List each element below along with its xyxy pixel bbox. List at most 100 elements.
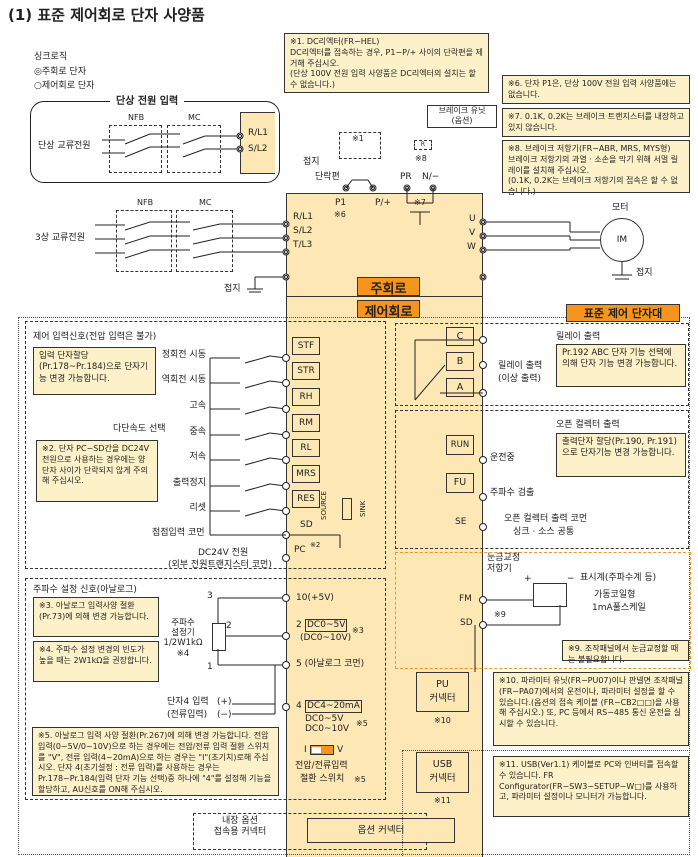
terminal-rl: RL: [292, 439, 320, 457]
terminal-5: 5 (아날로그 코먼): [296, 659, 365, 669]
brake-resistor: R: [414, 140, 432, 150]
standard-terminal-block-label: 표준 제어 단자대: [566, 304, 680, 322]
motor-ground-label: 접지: [636, 268, 653, 278]
terminal-s-l2: S/L2: [248, 144, 268, 154]
meter-label: 표시계(주파수계 등): [580, 573, 657, 583]
nfb-label-3phase: NFB: [137, 198, 154, 207]
terminal-4-alt1: DC0~5V: [305, 714, 344, 724]
terminal-4-range: DC4~20mA: [305, 700, 362, 713]
meter-minus: −: [567, 574, 575, 584]
pot-pin-2: 2: [226, 621, 232, 631]
switch-label: 전압/전류입력: [295, 761, 348, 771]
mc-label: MC: [188, 113, 201, 122]
legend-main-terminal: ◎주회로 단자: [34, 67, 87, 77]
mc-box-3phase: [176, 210, 233, 272]
terminal-p1: P1: [335, 198, 347, 208]
standard-terminal-block-frame: [18, 317, 690, 855]
control-circuit-label: 제어회로: [357, 300, 420, 320]
terminal-2-alt-range: (DC0~10V): [300, 633, 352, 643]
meter-note-ref: ※9: [494, 610, 506, 619]
note-5: ※5. 아날로그 입력 사양 절환(Pr.267)에 의해 변경 가능합니다. …: [32, 727, 279, 796]
meter-type-2: 1mA풀스케일: [592, 603, 646, 613]
terminal-w: W: [467, 242, 476, 252]
terminal-4-note-ref: ※5: [356, 719, 368, 728]
three-phase-source-label: 3상 교류전원: [35, 233, 85, 243]
contact-input-common-label: 점점입력 코먼: [152, 528, 205, 538]
terminal-p-plus: P/+: [375, 198, 392, 208]
input-signal-label: 고속: [189, 401, 206, 411]
potentiometer: [212, 623, 226, 651]
switch-i-label: I: [304, 745, 307, 755]
frequency-setter-label: 주파수 설정기 1/2W1kΩ ※4: [163, 618, 203, 659]
pot-pin-1: 1: [207, 662, 213, 672]
nfb-box: [109, 125, 162, 173]
terminal-v: V: [469, 228, 476, 238]
note-6: ※6. 단자 P1은, 단상 100V 전원 입력 사양품에는 없습니다.: [502, 75, 690, 104]
voltage-current-switch[interactable]: [310, 745, 334, 755]
note-8: ※8. 브레이크 저항기(FR−ABR, MRS, MYS형) 브레이크 저항기…: [502, 140, 690, 196]
relay-output-box: [395, 323, 689, 406]
minus-label: (−): [217, 710, 232, 720]
control-input-title: 제어 입력신호(전압 입력은 불가): [33, 332, 157, 342]
analog-title: 주파수 설정 신호(아날로그): [33, 585, 137, 595]
usb-area-frame: [402, 750, 690, 856]
pc-note-ref: ※2: [310, 541, 321, 549]
terminal-rh: RH: [292, 388, 320, 406]
input-signal-label: 리셋: [189, 503, 206, 513]
brake-unit-box: 브레이크 유닛 (옵션): [427, 105, 497, 128]
terminal-4-input-sub: (전류입력): [167, 710, 208, 720]
terminal-mrs: MRS: [292, 465, 320, 483]
relay-output-sub: (이상 출력): [498, 374, 542, 384]
terminal-sd: SD: [300, 520, 313, 530]
calibration-resistor-label: 눈금교정 저항기: [487, 553, 521, 574]
input-signal-label: 정회전 시동: [161, 350, 206, 360]
legend-heading: 싱크로직: [34, 52, 68, 62]
page-title: (1) 표준 제어회로 단자 사양품: [8, 6, 205, 24]
dc-reactor-box: [339, 132, 381, 159]
terminal-s: S/L2: [293, 226, 313, 236]
switch-label-2: 절환 스위치: [300, 774, 345, 784]
brake-resistor-note-ref: ※8: [415, 154, 427, 163]
usb-note-ref: ※11: [434, 796, 451, 805]
pu-note-ref: ※10: [434, 716, 451, 725]
motor-label: 모터: [612, 203, 629, 213]
note-11: ※11. USB(Ver1.1) 케이블로 PC와 인버터를 접속할 수 있습니…: [493, 756, 689, 817]
terminal-fu: FU: [446, 473, 474, 493]
legend-control-terminal: ○제어회로 단자: [34, 81, 95, 91]
note-4: ※4. 주파수 설정 변경의 빈도가 높을 때는 2W1kΩ을 권장합니다.: [33, 641, 159, 682]
terminal-stf: STF: [292, 337, 320, 355]
option-connector[interactable]: 옵션 커넥터: [307, 818, 455, 843]
pu-connector[interactable]: PU 커넥터: [416, 672, 469, 712]
relay-output-label: 릴레이 출력: [498, 361, 543, 371]
sink-source-jumper[interactable]: [342, 498, 352, 520]
terminal-rm: RM: [292, 414, 320, 432]
terminal-n-minus: N/−: [422, 172, 440, 182]
open-collector-box: [395, 410, 689, 549]
run-label: 운전중: [490, 453, 515, 463]
single-phase-title: 단상 전원 입력: [110, 96, 185, 108]
meter-plus: +: [524, 574, 532, 584]
terminal-4-input-label: 단자4 입력: [167, 697, 209, 707]
input-assign-note: 입력 단자할당(Pr.178~Pr.184)으로 단자기능 변경 가능합니다.: [33, 347, 156, 395]
terminal-fm: FM: [459, 594, 472, 604]
se-label-2: 싱크 · 소스 공통: [513, 527, 575, 537]
terminal-r: R/L1: [293, 212, 314, 222]
note-9: ※9. 조작패널에서 눈금교정할 때는 불필요합니다.: [562, 640, 689, 664]
single-phase-source-label: 단상 교류전원: [38, 141, 91, 151]
terminal-se: SE: [455, 517, 467, 527]
motor-im: IM: [600, 218, 644, 262]
pot-pin-3: 3: [207, 591, 213, 601]
usb-connector[interactable]: USB 커넥터: [416, 752, 469, 793]
se-label: 오픈 컬렉터 출력 코먼: [504, 514, 588, 524]
builtin-option-label: 내장 옵션 접속용 커넥터: [213, 816, 267, 837]
mc-label-3phase: MC: [199, 198, 212, 207]
control-input-box: [25, 321, 386, 569]
relay-output-title: 릴레이 출력: [556, 332, 601, 342]
open-collector-note: 출력단자 할당(Pr.190, Pr.191)으로 단자기능 변경 가능합니다.: [556, 433, 686, 477]
note-2: ※2. 단자 PC−SD간을 DC24V 전원으로 사용하는 경우에는 양단자 …: [36, 440, 158, 502]
terminal-b: B: [446, 352, 474, 371]
relay-note: Pr.192 ABC 단자 기능 선택에 의해 단자 기능 변경 가능합니다.: [556, 344, 686, 387]
nfb-box-3phase: [116, 210, 172, 272]
